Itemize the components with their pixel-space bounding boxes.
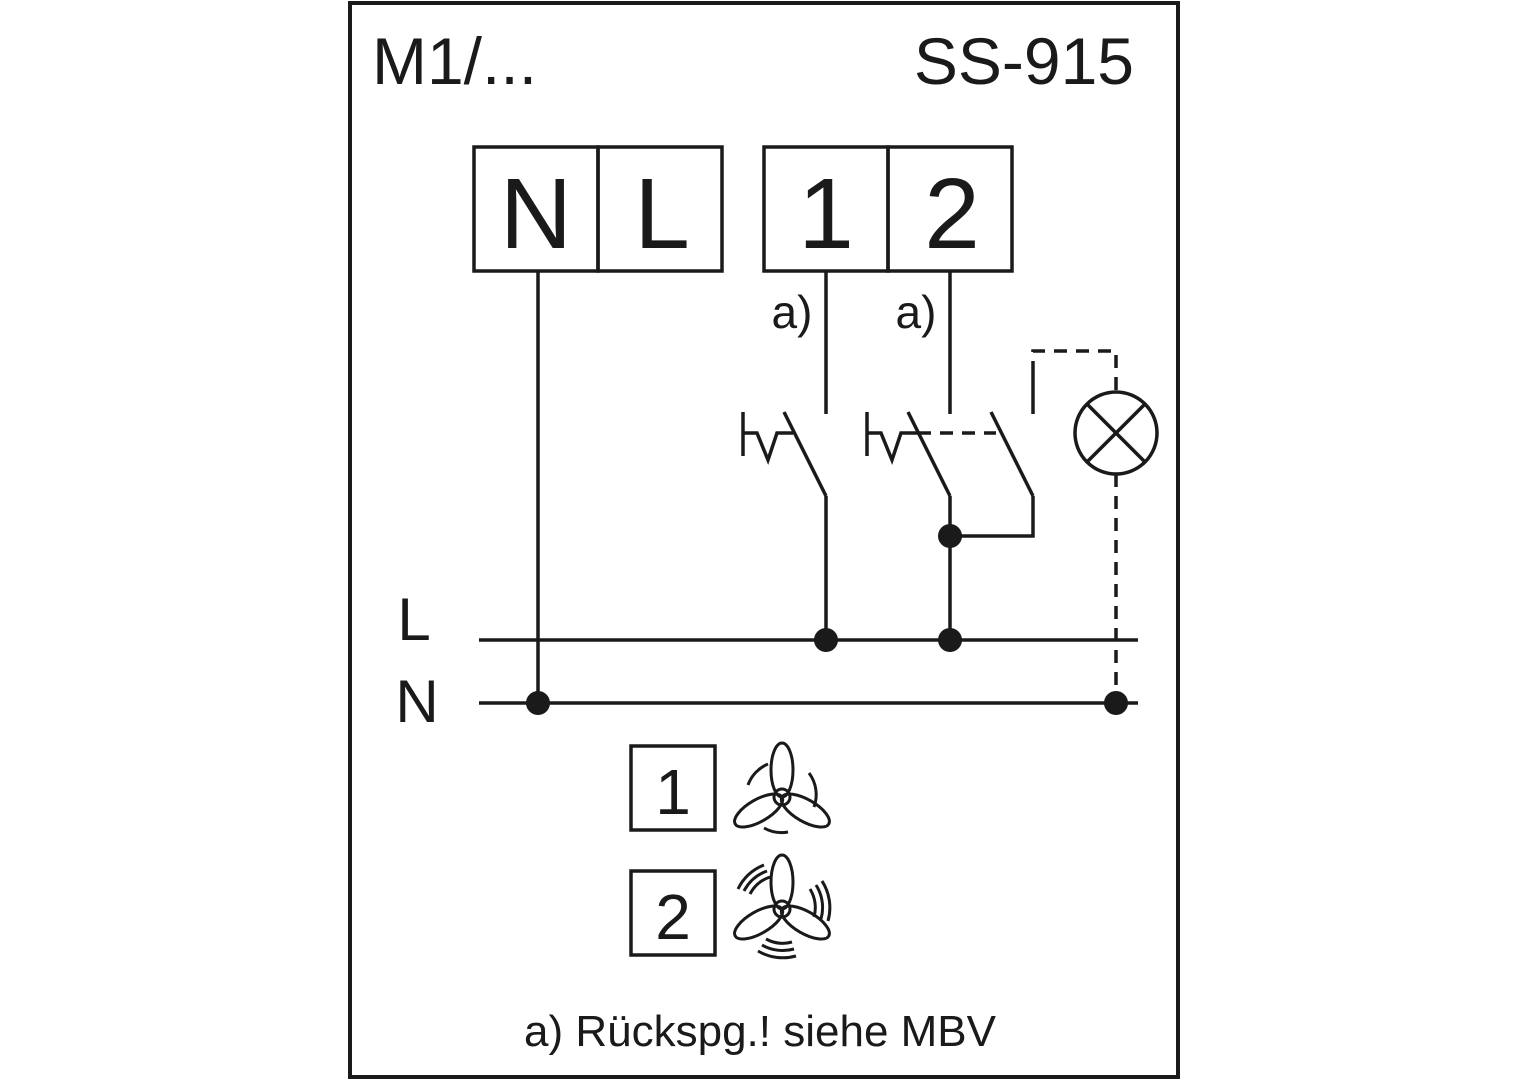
fan-slow-icon	[733, 741, 831, 835]
legend-item-speed-2: 2	[629, 853, 832, 960]
terminal-n-label: N	[500, 158, 572, 270]
junction-n-terminal	[526, 691, 550, 715]
switch-speed-1	[741, 411, 828, 640]
legend-box-2	[629, 869, 717, 957]
footnote-text: a) Rückspg.! siehe MBV	[524, 1007, 997, 1056]
indicator-lamp-icon	[1073, 390, 1159, 476]
lamp-wire-top	[1031, 349, 1118, 392]
model-series-label: M1/...	[372, 24, 537, 98]
terminal-block-outputs: 1 2	[762, 145, 1014, 273]
terminal-1-label: 1	[798, 158, 854, 270]
terminal-l	[596, 145, 724, 273]
terminal-l-label: L	[634, 158, 690, 270]
footnote-marker-2: a)	[896, 286, 937, 338]
legend-item-speed-1: 1	[629, 741, 831, 835]
legend-number-2: 2	[655, 881, 691, 953]
fan-fast-icon	[733, 853, 832, 960]
legend-number-1: 1	[655, 756, 691, 828]
footnote-marker-1: a)	[772, 286, 813, 338]
junction-l-1	[814, 628, 838, 652]
bus-n-label: N	[395, 668, 438, 735]
switch-speed-2	[865, 374, 1035, 640]
terminal-2-label: 2	[924, 158, 980, 270]
model-number-label: SS-915	[914, 24, 1134, 98]
diagram-frame	[348, 1, 1180, 1079]
terminal-block-power: N L	[472, 145, 724, 273]
bus-l-label: L	[397, 586, 430, 653]
junction-l-2	[938, 628, 962, 652]
junction-n-lamp	[1104, 691, 1128, 715]
junction-switch-2	[938, 524, 962, 548]
legend-box-1	[629, 744, 717, 832]
